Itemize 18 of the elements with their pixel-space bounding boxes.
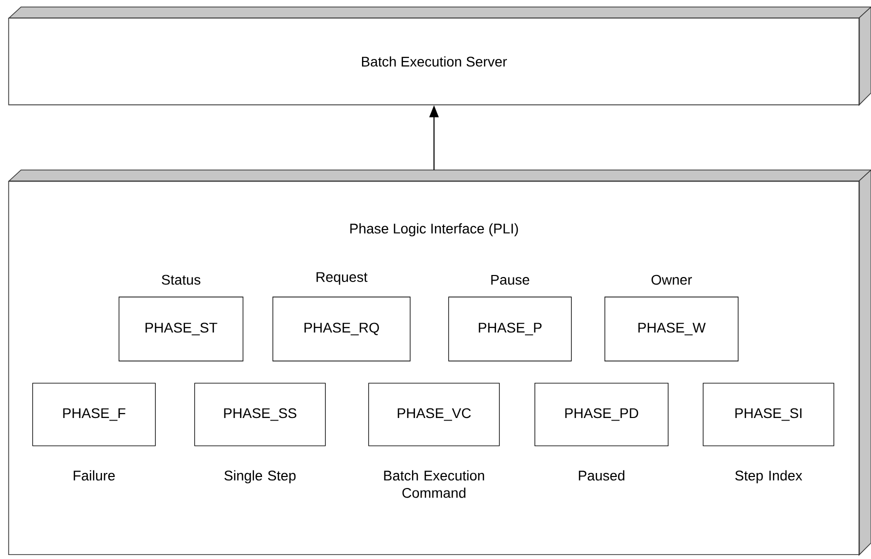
caption-text: Single Step xyxy=(224,470,296,484)
caption-text: Status xyxy=(162,274,200,285)
register-box: PHASE_SI xyxy=(702,382,834,446)
caption-text: Owner xyxy=(652,274,692,285)
register-box: PHASE_F xyxy=(32,382,156,446)
register-box: PHASE_PD xyxy=(534,382,668,446)
register-box: PHASE_ST xyxy=(118,296,244,362)
register-box: PHASE_RQ xyxy=(272,296,410,362)
register-box: PHASE_SS xyxy=(194,382,326,446)
caption-text: Paused xyxy=(578,470,624,481)
caption-text: Batch Execution Command xyxy=(384,470,484,498)
register-box: PHASE_W xyxy=(604,296,738,362)
caption-text: Step Index xyxy=(735,470,802,484)
register-box: PHASE_VC xyxy=(368,382,500,446)
caption-text: Request xyxy=(316,272,368,285)
caption-text: Failure xyxy=(74,470,115,481)
caption-text: Pause xyxy=(491,274,530,285)
register-box: PHASE_P xyxy=(448,296,572,362)
